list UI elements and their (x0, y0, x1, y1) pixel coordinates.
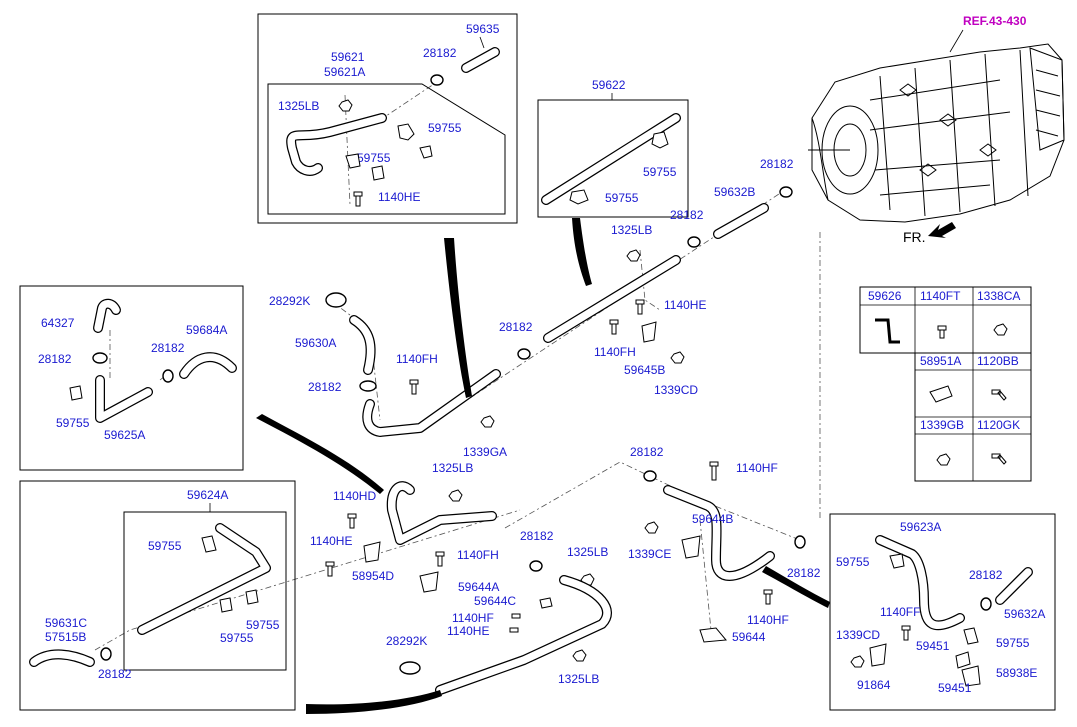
part-1325lb-b[interactable]: 1325LB (611, 223, 652, 237)
part-59630a[interactable]: 59630A (295, 336, 336, 350)
bolt-icon (991, 453, 1007, 465)
part-59755-c[interactable]: 59755 (643, 165, 677, 179)
part-1140fh-c[interactable]: 1140FH (457, 548, 499, 562)
detail-box-59622 (537, 99, 689, 218)
ref-label[interactable]: REF.43-430 (963, 14, 1027, 28)
part-58938e[interactable]: 58938E (996, 666, 1037, 680)
part-59632a[interactable]: 59632A (1004, 607, 1045, 621)
part-59645b[interactable]: 59645B (624, 363, 665, 377)
part-28182-d[interactable]: 28182 (499, 320, 533, 334)
part-59755-j[interactable]: 59755 (996, 636, 1030, 650)
part-1140fh-a[interactable]: 1140FH (594, 345, 636, 359)
part-1140hd[interactable]: 1140HD (333, 489, 376, 503)
bolt-icon (353, 191, 363, 207)
nut-icon (993, 323, 1008, 336)
part-28182-j[interactable]: 28182 (630, 445, 664, 459)
detail-box-59623a (829, 513, 1056, 711)
part-1339ga[interactable]: 1339GA (463, 445, 507, 459)
part-1140fh-b[interactable]: 1140FH (396, 352, 438, 366)
bracket-icon (929, 385, 953, 403)
part-1140he-d[interactable]: 1140HE (447, 624, 489, 638)
part-1339cd-b[interactable]: 1339CD (836, 628, 880, 642)
part-1325lb-a[interactable]: 1325LB (278, 99, 319, 113)
transmission-illustration (808, 43, 1065, 223)
part-59644c[interactable]: 59644C (474, 594, 516, 608)
legend-1120gk[interactable]: 1120GK (977, 418, 1020, 432)
part-1325lb-d[interactable]: 1325LB (567, 545, 608, 559)
part-28182-k[interactable]: 28182 (787, 566, 821, 580)
part-28182-a[interactable]: 28182 (423, 46, 457, 60)
part-1140he-c[interactable]: 1140HE (310, 534, 352, 548)
nut-icon (936, 453, 951, 466)
detail-box-59625a (19, 285, 244, 471)
part-59644b[interactable]: 59644B (692, 512, 733, 526)
legend-1339gb[interactable]: 1339GB (920, 418, 964, 432)
hose-icon (875, 318, 900, 344)
part-59755-a[interactable]: 59755 (428, 121, 462, 135)
front-arrow-icon (928, 222, 956, 238)
part-59625a[interactable]: 59625A (104, 428, 145, 442)
legend-1338ca[interactable]: 1338CA (977, 289, 1020, 303)
part-1325lb-c[interactable]: 1325LB (432, 461, 473, 475)
part-1140hf-c[interactable]: 1140HF (747, 613, 789, 627)
part-28182-b[interactable]: 28182 (760, 157, 794, 171)
part-59684a[interactable]: 59684A (186, 323, 227, 337)
part-28182-f[interactable]: 28182 (38, 352, 72, 366)
part-58954d[interactable]: 58954D (352, 569, 394, 583)
part-59755-h[interactable]: 59755 (220, 631, 254, 645)
legend-1140ft[interactable]: 1140FT (920, 289, 961, 303)
part-28292k-a[interactable]: 28292K (269, 294, 310, 308)
part-59451-b[interactable]: 59451 (938, 681, 972, 695)
part-59644a[interactable]: 59644A (458, 580, 499, 594)
fr-label: FR. (903, 229, 926, 245)
part-28182-h[interactable]: 28182 (98, 667, 132, 681)
part-28182-l[interactable]: 28182 (969, 568, 1003, 582)
part-1140he-b[interactable]: 1140HE (664, 298, 706, 312)
part-59623a[interactable]: 59623A (900, 520, 941, 534)
part-59451-a[interactable]: 59451 (916, 639, 950, 653)
part-1140hf-b[interactable]: 1140HF (736, 461, 778, 475)
part-59631c[interactable]: 59631C (45, 616, 87, 630)
bolt-icon (991, 389, 1007, 401)
part-1339ce[interactable]: 1339CE (628, 547, 671, 561)
legend-59626[interactable]: 59626 (868, 289, 902, 303)
part-1140hf-a[interactable]: 1140HF (452, 611, 494, 625)
part-59621[interactable]: 59621 (331, 50, 365, 64)
part-59622[interactable]: 59622 (592, 78, 626, 92)
detail-box-59624a (19, 480, 296, 711)
hose-clamp-icon (430, 74, 444, 86)
part-57515b[interactable]: 57515B (45, 630, 86, 644)
part-59755-e[interactable]: 59755 (56, 416, 90, 430)
part-1325lb-e[interactable]: 1325LB (558, 672, 599, 686)
part-91864[interactable]: 91864 (857, 678, 891, 692)
part-64327[interactable]: 64327 (41, 316, 75, 330)
part-59644[interactable]: 59644 (732, 630, 766, 644)
bolt-icon (937, 325, 947, 339)
part-59755-g[interactable]: 59755 (246, 618, 280, 632)
part-28182-e[interactable]: 28182 (308, 380, 342, 394)
part-28292k-b[interactable]: 28292K (386, 634, 427, 648)
part-28182-i[interactable]: 28182 (520, 529, 554, 543)
nut-icon (338, 99, 353, 112)
part-1339cd-a[interactable]: 1339CD (654, 383, 698, 397)
part-59755-i[interactable]: 59755 (836, 555, 870, 569)
legend-58951a[interactable]: 58951A (920, 354, 961, 368)
part-59624a[interactable]: 59624A (187, 488, 228, 502)
part-1140ff[interactable]: 1140FF (880, 605, 920, 619)
part-28182-g[interactable]: 28182 (151, 341, 185, 355)
part-59755-d[interactable]: 59755 (605, 191, 639, 205)
part-59635[interactable]: 59635 (466, 22, 500, 36)
part-59755-b[interactable]: 59755 (357, 151, 391, 165)
legend-table: 59626 1140FT 1338CA 58951A 1120BB 1339GB… (859, 286, 1032, 482)
bracket-icon (397, 123, 415, 141)
part-59755-f[interactable]: 59755 (148, 539, 182, 553)
part-59621a[interactable]: 59621A (324, 65, 365, 79)
part-59632b[interactable]: 59632B (714, 185, 755, 199)
detail-box-59621 (257, 13, 518, 224)
legend-1120bb[interactable]: 1120BB (977, 354, 1019, 368)
part-28182-c[interactable]: 28182 (670, 208, 704, 222)
part-1140he-a[interactable]: 1140HE (378, 190, 420, 204)
